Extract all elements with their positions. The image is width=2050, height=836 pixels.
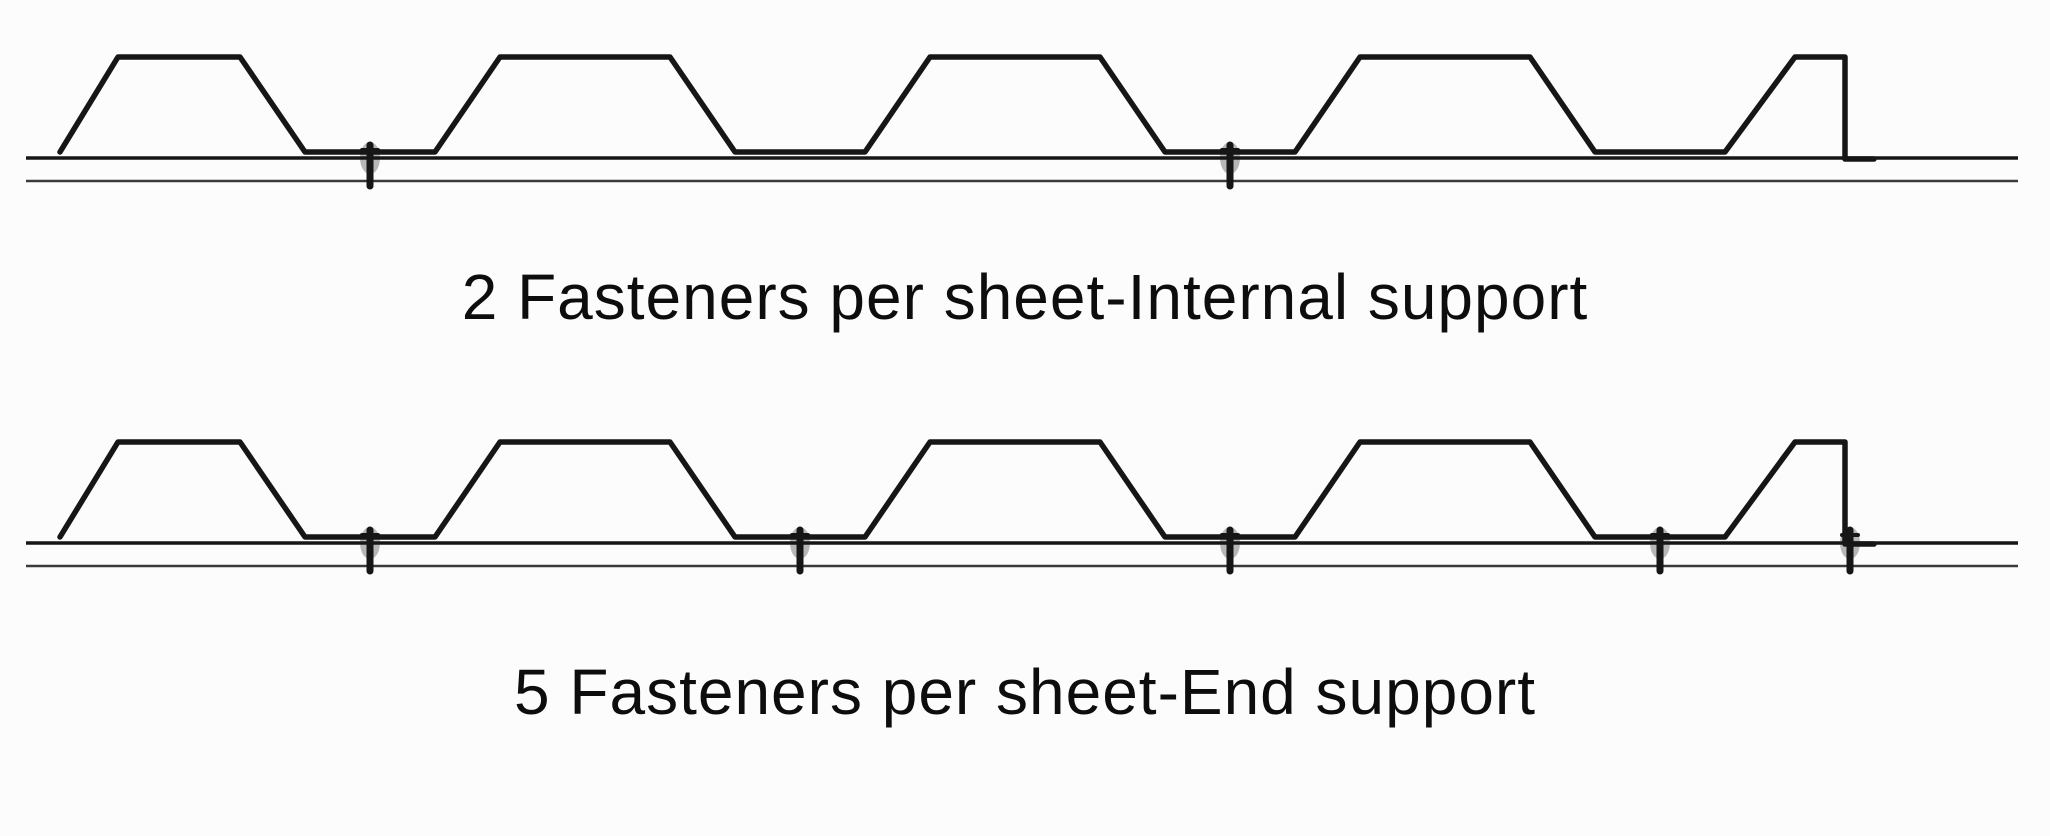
end-support-caption: 5 Fasteners per sheet-End support	[514, 656, 1536, 729]
internal-support-diagram: 2 Fasteners per sheet-Internal support	[0, 0, 2050, 332]
corrugated-sheet-profile-end-support	[26, 439, 2018, 575]
internal-support-caption: 2 Fasteners per sheet-Internal support	[461, 261, 1589, 333]
end-support-diagram: 5 Fasteners per sheet-End support	[0, 332, 2050, 729]
corrugated-sheet-profile-internal-support	[26, 54, 2018, 190]
